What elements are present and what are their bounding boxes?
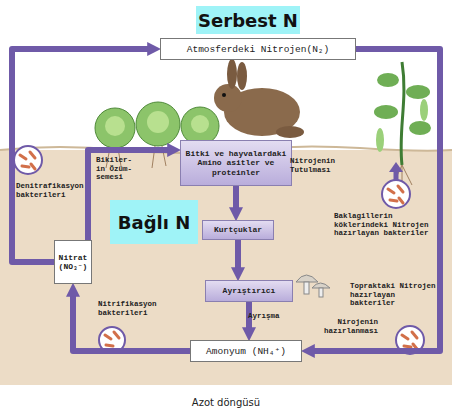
leaf — [374, 105, 398, 119]
rabbit-eye — [222, 93, 226, 97]
cabbage-heart — [191, 115, 209, 133]
edge-label: Ayrışma — [248, 312, 298, 321]
rabbit-ear — [227, 59, 237, 89]
cabbage — [95, 108, 135, 148]
leaf — [409, 121, 431, 135]
node-text: Serbest N — [198, 10, 298, 31]
cabbage-heart — [147, 111, 169, 133]
annotation-label: Topraktaki Nitrojen hazırlayan bakterile… — [350, 282, 436, 308]
mushroom-stem — [319, 288, 323, 297]
mushroom-stem — [304, 282, 309, 294]
node-text: Atmosferdeki Nitrojen(N₂) — [187, 44, 330, 55]
mushroom-cap — [312, 283, 330, 288]
flow-arrow — [235, 240, 241, 270]
mushrooms — [296, 275, 330, 297]
label-box: Nitrat (NO₃⁻) — [54, 240, 92, 284]
node-text: Bitki ve hayvalardaki Amino asitler ve p… — [183, 149, 289, 177]
rabbit-foot — [276, 126, 304, 138]
bacteria — [388, 186, 403, 203]
label-box: Bağlı N — [110, 200, 198, 244]
pod — [376, 128, 384, 152]
flow-arrow — [312, 49, 440, 351]
label-box: Atmosferdeki Nitrojen(N₂) — [160, 38, 356, 60]
label-box: Amonyum (NH₄⁺) — [190, 340, 302, 362]
node-text: Nitrat (NO₃⁻) — [57, 253, 89, 271]
label-box: Bitki ve hayvalardaki Amino asitler ve p… — [180, 140, 292, 186]
node-text: Ayrıştırıcı — [223, 286, 276, 295]
cabbage-heart — [105, 116, 125, 136]
annotation-label: Baklagillerin köklerindeki Nitrojen hazı… — [334, 212, 436, 238]
label-box: Ayrıştırıcı — [205, 280, 293, 302]
cabbage — [136, 102, 180, 146]
label-box: Serbest N — [196, 6, 300, 34]
bacteria-circle — [382, 180, 410, 208]
pea-plant — [374, 62, 431, 190]
mushroom-cap — [296, 275, 318, 282]
edge-label: Denitrafikasyon bakterileri — [16, 182, 88, 199]
annotation-label: Nitrojenin Tutulması — [290, 157, 352, 174]
node-text: Kurtçuklar — [214, 225, 262, 234]
bacteria — [20, 152, 35, 169]
label-box: Kurtçuklar — [202, 220, 274, 240]
flow-arrow — [233, 186, 239, 210]
caption: Azot döngüsü — [0, 397, 452, 408]
pod — [420, 99, 428, 121]
edge-label: Nirojenin hazırlanması — [292, 318, 378, 335]
node-text: Amonyum (NH₄⁺) — [206, 345, 286, 357]
rabbit — [214, 59, 304, 138]
bacteria — [105, 332, 119, 346]
stem — [401, 62, 404, 165]
rabbit-head — [214, 84, 242, 112]
bacteria-circle — [14, 146, 42, 174]
leaf — [377, 73, 399, 87]
fixation-arrowhead — [389, 162, 403, 172]
edge-label: Nitrifikasyon bakterileri — [98, 300, 174, 317]
rabbit-ear — [237, 62, 247, 90]
bacteria — [402, 332, 417, 349]
edge-label: Bikiler- in Özüm- semesi — [96, 156, 136, 182]
node-text: Bağlı N — [118, 212, 190, 233]
leaf — [406, 85, 430, 99]
flow-arrow — [73, 294, 190, 351]
